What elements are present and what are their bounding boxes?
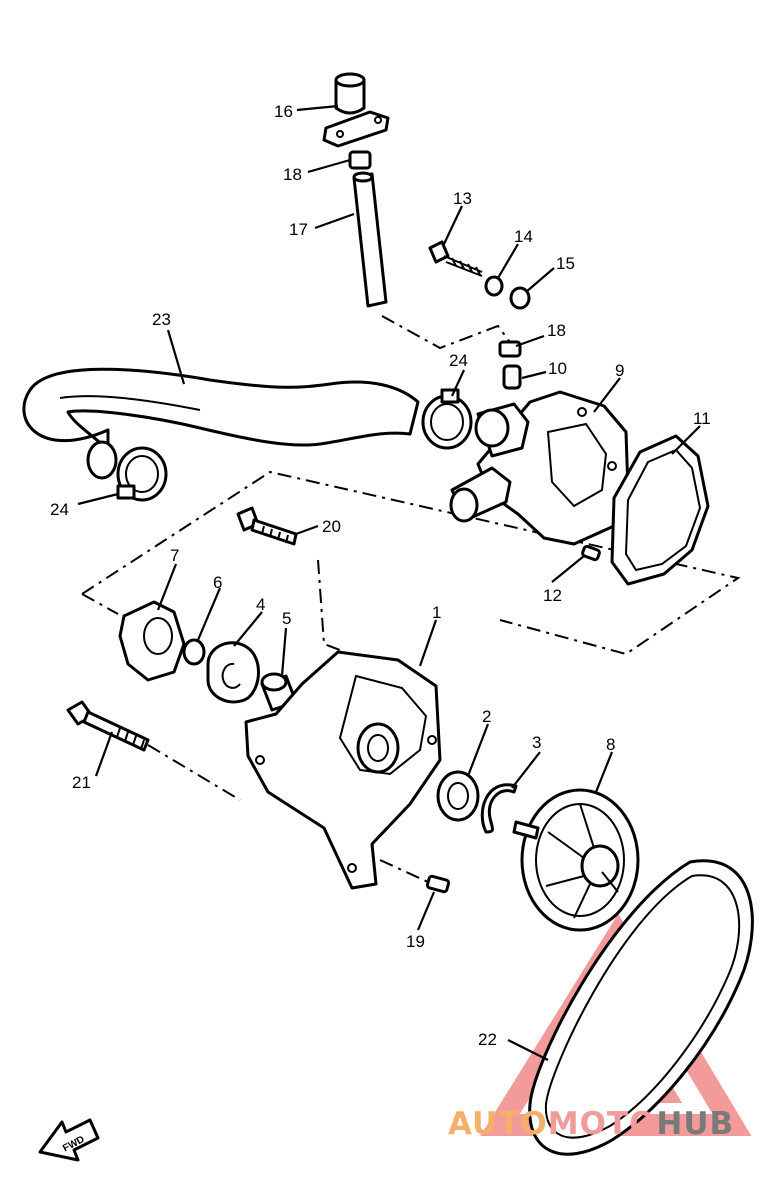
callout-24-right: 24 — [449, 351, 468, 370]
washer-14 — [484, 275, 504, 297]
nut-15 — [509, 286, 531, 310]
dowel-pin-19 — [425, 874, 451, 894]
fwd-arrow: FWD — [38, 1118, 100, 1162]
pipe-16 — [352, 171, 388, 308]
callout-labels: 16 18 17 13 14 15 18 10 24 9 11 12 23 24… — [50, 102, 711, 1049]
callout-14: 14 — [514, 227, 533, 246]
callout-1: 1 — [432, 603, 441, 622]
callout-18-top: 18 — [283, 165, 302, 184]
callout-8: 8 — [606, 735, 615, 754]
callout-10: 10 — [548, 359, 567, 378]
pump-body-1 — [244, 650, 442, 890]
dowel-pin-12 — [581, 544, 601, 562]
watermark-text: AUTOMOTOHUB — [448, 1106, 734, 1142]
bearing-2 — [436, 770, 480, 822]
bolt-20 — [236, 506, 298, 546]
bolt-21 — [66, 700, 150, 752]
callout-17: 16 — [274, 102, 293, 121]
pulley-8 — [512, 788, 640, 932]
callout-7: 7 — [170, 546, 179, 565]
callout-24-left: 24 — [50, 500, 69, 519]
callout-4: 4 — [256, 595, 265, 614]
callout-11: 11 — [693, 409, 711, 428]
callout-19: 19 — [406, 932, 425, 951]
leader-lines — [77, 104, 701, 1061]
hose-clamp-24-left — [116, 446, 168, 502]
watermark-moto: MOTO — [547, 1106, 657, 1142]
callout-12: 12 — [543, 586, 562, 605]
callout-2: 2 — [482, 707, 491, 726]
impeller-4 — [206, 641, 260, 704]
callout-13: 13 — [453, 189, 472, 208]
callout-3: 3 — [532, 733, 541, 752]
callout-16: 17 — [289, 220, 308, 239]
drive-belt-22 — [528, 859, 754, 1156]
hose-clip-18-lower — [498, 340, 522, 358]
callout-6: 6 — [213, 573, 222, 592]
callout-22: 22 — [478, 1030, 497, 1049]
watermark-auto: AUTO — [448, 1106, 548, 1142]
seal-7 — [118, 600, 186, 682]
hose-clamp-24-right — [421, 388, 473, 450]
joint-10 — [502, 364, 522, 390]
callout-9: 9 — [615, 361, 624, 380]
thermostat-cap-17 — [322, 72, 390, 148]
circlip-3 — [480, 783, 518, 834]
radiator-hose-23 — [22, 367, 420, 480]
callout-20: 20 — [322, 517, 341, 536]
callout-15: 15 — [556, 254, 575, 273]
watermark-hub: HUB — [656, 1106, 735, 1142]
pump-cover-9 — [449, 390, 630, 546]
callout-23: 23 — [152, 310, 171, 329]
bolt-13 — [428, 240, 483, 277]
callout-21: 21 — [72, 773, 91, 792]
gasket-11 — [610, 434, 710, 586]
washer-6 — [182, 638, 206, 666]
hose-clip-18-top — [348, 150, 372, 170]
assembly-outlines — [81, 315, 741, 883]
callout-5: 5 — [282, 609, 291, 628]
callout-18-lower: 18 — [547, 321, 566, 340]
